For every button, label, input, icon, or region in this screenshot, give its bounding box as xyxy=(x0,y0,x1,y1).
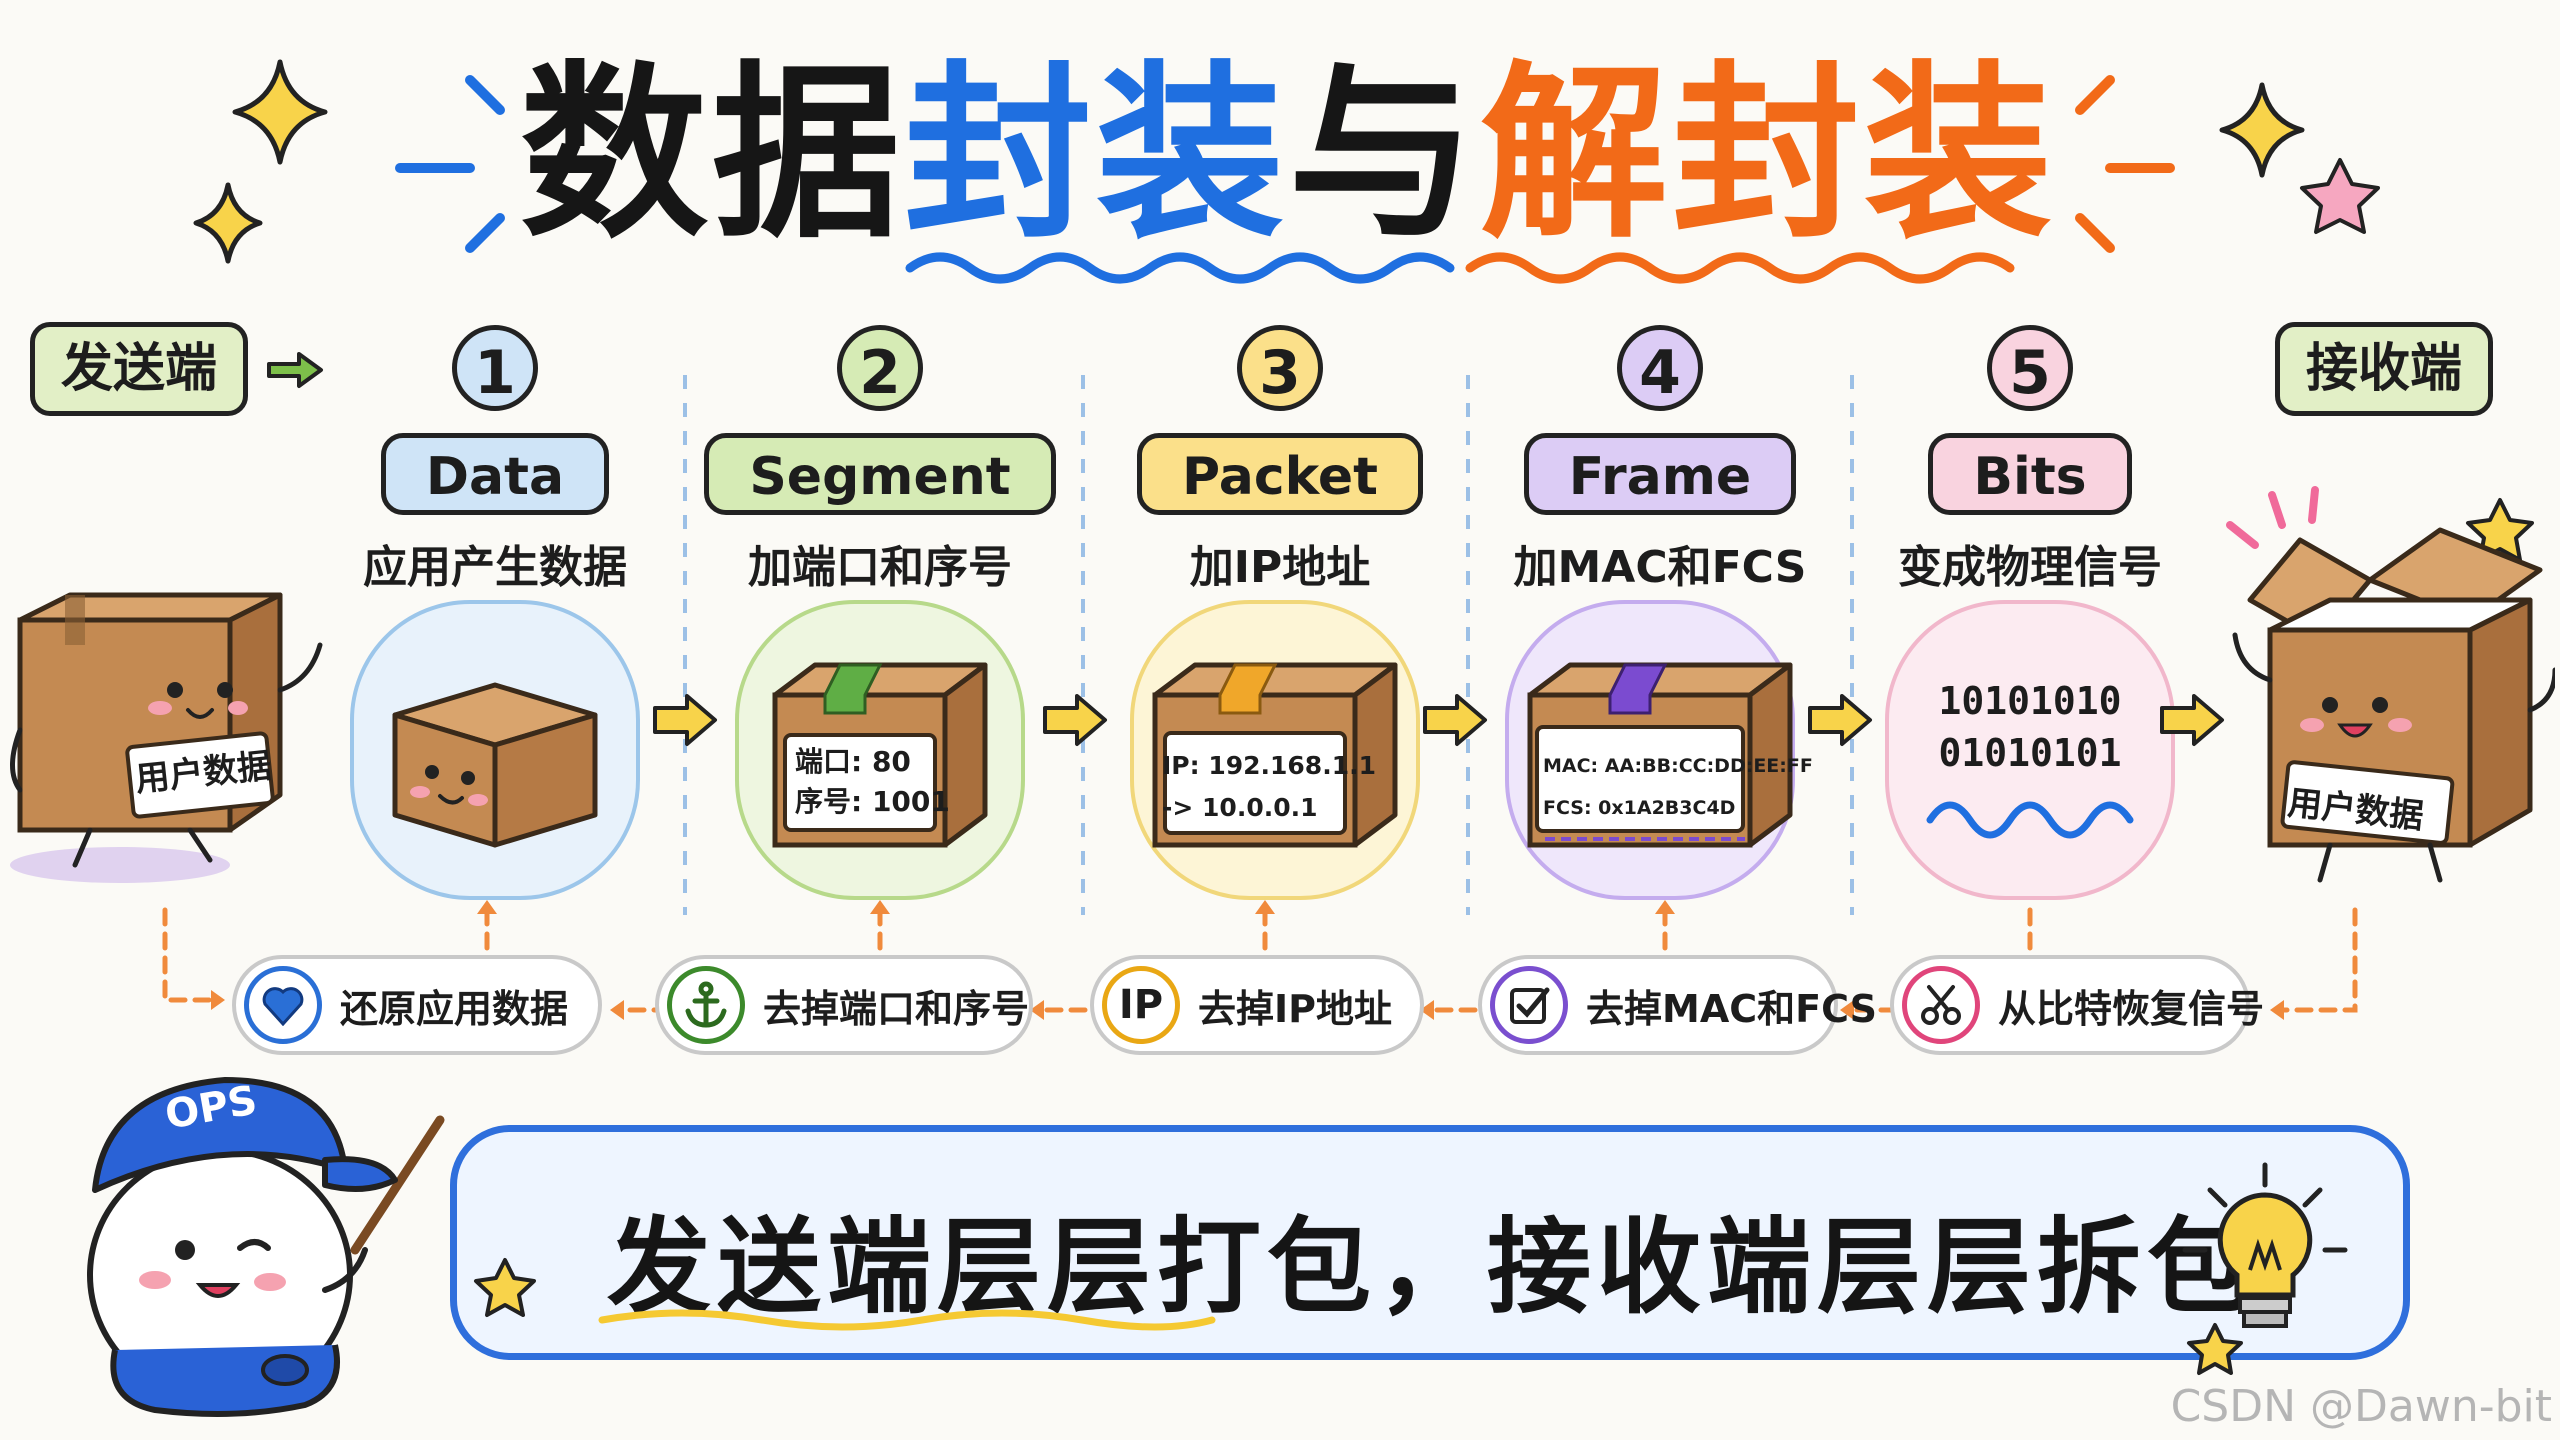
star-icon xyxy=(2187,1323,2243,1375)
frame-fcs-text: FCS: 0x1A2B3C4D xyxy=(1543,797,1736,819)
step-name-pill: Segment xyxy=(704,433,1056,515)
orange-wave-underline xyxy=(1465,252,2015,284)
bits-line-1: 10101010 xyxy=(1938,679,2122,723)
receiver-label: 接收端 xyxy=(2275,322,2494,416)
step-name-pill: Data xyxy=(380,433,610,515)
step-number: 5 xyxy=(1987,325,2073,411)
title-part-decapsulation: 解封装 xyxy=(1480,45,2056,264)
title-part-data: 数据 xyxy=(520,45,904,264)
summary-text: 发送端层层打包，接收端层层拆包 xyxy=(607,1206,2258,1328)
decap-text: 去掉IP地址 xyxy=(1198,986,1392,1031)
segment-box-icon xyxy=(772,662,988,848)
decap-step-remove-mac: 去掉MAC和FCS xyxy=(1478,955,1877,1055)
segment-port-text: 端口: 80 xyxy=(795,745,911,778)
segment-seq-text: 序号: 1001 xyxy=(795,785,950,818)
anchor-icon xyxy=(667,966,745,1044)
step-name-pill: Frame xyxy=(1523,433,1797,515)
decap-text: 还原应用数据 xyxy=(340,986,569,1031)
arrow-right-icon xyxy=(267,352,323,388)
segment-label: 端口: 80 序号: 1001 xyxy=(795,742,950,822)
ip-icon: IP xyxy=(1102,966,1180,1044)
step-number: 4 xyxy=(1617,325,1703,411)
step-number: 3 xyxy=(1237,325,1323,411)
bits-text: 10101010 01010101 xyxy=(1885,675,2175,779)
arrow-right-icon xyxy=(653,694,717,746)
title-part-encapsulation: 封装 xyxy=(904,45,1288,264)
bubble-bits xyxy=(1885,600,2175,900)
sparkle-icon xyxy=(232,59,328,165)
step-name-pill: Bits xyxy=(1928,433,2132,515)
orange-rays-icon xyxy=(2075,75,2175,253)
step-4: 4 Frame 加MAC和FCS xyxy=(1480,325,1840,595)
scissors-icon xyxy=(1902,966,1980,1044)
decap-text: 从比特恢复信号 xyxy=(1998,986,2265,1031)
packet-dest-text: -> 10.0.0.1 xyxy=(1162,793,1318,822)
step-description: 加IP地址 xyxy=(1189,542,1371,593)
lightbulb-icon xyxy=(2182,1162,2348,1375)
packet-label: IP: 192.168.1.1 -> 10.0.0.1 xyxy=(1162,745,1376,829)
arrow-right-icon xyxy=(1808,694,1872,746)
step-number: 2 xyxy=(837,325,923,411)
blue-rays-icon xyxy=(395,75,505,253)
title-part-and: 与 xyxy=(1288,45,1480,264)
ops-mascot xyxy=(87,1077,445,1417)
step-description: 变成物理信号 xyxy=(1898,542,2162,593)
sparkle-icon xyxy=(193,182,263,264)
step-5: 5 Bits 变成物理信号 xyxy=(1850,325,2210,595)
signal-wave-icon xyxy=(1926,801,2134,839)
step-2: 2 Segment 加端口和序号 xyxy=(700,325,1060,595)
arrow-right-icon xyxy=(2160,694,2224,746)
frame-box-icon xyxy=(1527,662,1793,848)
heart-icon xyxy=(244,966,322,1044)
decap-step-restore-data: 还原应用数据 xyxy=(232,955,602,1055)
decap-step-remove-port: 去掉端口和序号 xyxy=(655,955,1033,1055)
blue-wave-underline xyxy=(905,252,1455,284)
arrow-right-icon xyxy=(1043,694,1107,746)
step-name-pill: Packet xyxy=(1137,433,1423,515)
watermark: CSDN @Dawn-bit xyxy=(2170,1381,2552,1432)
step-3: 3 Packet 加IP地址 xyxy=(1100,325,1460,595)
step-1: 1 Data 应用产生数据 xyxy=(315,325,675,595)
summary-banner: 发送端层层打包，接收端层层拆包 xyxy=(450,1125,2410,1360)
checkbox-icon xyxy=(1490,966,1568,1044)
step-description: 加MAC和FCS xyxy=(1513,542,1807,593)
decap-step-recover-bits: 从比特恢复信号 xyxy=(1890,955,2264,1055)
star-icon xyxy=(474,1258,536,1317)
bits-line-2: 01010101 xyxy=(1938,731,2122,775)
frame-label: MAC: AA:BB:CC:DD:EE:FF FCS: 0x1A2B3C4D xyxy=(1543,745,1813,829)
step-description: 应用产生数据 xyxy=(363,542,627,593)
step-description: 加端口和序号 xyxy=(748,542,1012,593)
decap-step-remove-ip: IP 去掉IP地址 xyxy=(1090,955,1424,1055)
yellow-underline xyxy=(598,1309,1216,1331)
frame-mac-text: MAC: AA:BB:CC:DD:EE:FF xyxy=(1543,755,1813,777)
sparkle-icon xyxy=(2219,82,2305,178)
data-box-icon xyxy=(392,682,598,848)
sender-box-character xyxy=(10,592,323,883)
arrow-right-icon xyxy=(1423,694,1487,746)
encapsulation-arrows xyxy=(653,694,2224,746)
receiver-open-box-character xyxy=(2226,486,2555,883)
decap-text: 去掉端口和序号 xyxy=(763,986,1030,1031)
step-number: 1 xyxy=(452,325,538,411)
title-decorations xyxy=(193,59,2380,284)
pink-star-icon xyxy=(2300,158,2380,234)
decap-text: 去掉MAC和FCS xyxy=(1586,986,1878,1031)
packet-box-icon xyxy=(1152,662,1398,848)
column-dividers xyxy=(683,375,1854,915)
diagram-title: 数据封装与解封装 xyxy=(520,40,2052,270)
packet-ip-text: IP: 192.168.1.1 xyxy=(1162,751,1376,780)
sender-label: 发送端 xyxy=(30,322,249,416)
